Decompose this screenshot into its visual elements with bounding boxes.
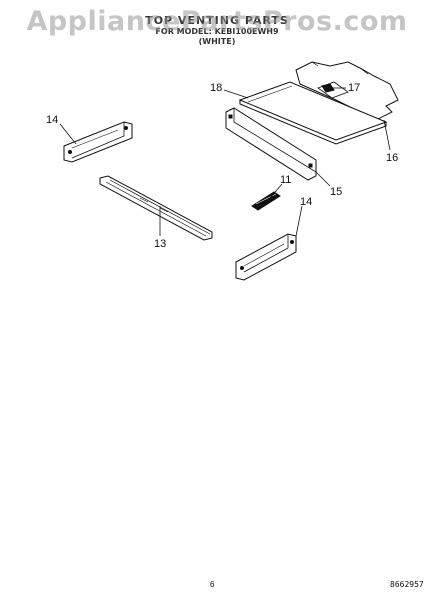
callout-17: 17 [348,82,361,94]
part-15-rear-bracket [225,107,317,181]
model-line: FOR MODEL: KEBI100EWH9 [155,27,279,36]
leader-11 [269,183,283,199]
part-17-clip [321,83,335,93]
part-14-left-bracket [63,121,133,163]
part-16-vent-cover [295,61,399,121]
callout-14-left: 14 [46,114,59,126]
document-number: 8662957 [390,580,424,589]
page-number: 6 [210,580,215,589]
callout-18: 18 [210,82,223,94]
leader-14-right [295,205,303,237]
leader-18 [223,89,249,99]
part-18-vent-panel [238,81,388,145]
callout-14-right: 14 [300,196,313,208]
part-11-latch [251,191,281,211]
diagram-title: TOP VENTING PARTS [145,14,289,27]
leader-15 [315,171,331,187]
leader-16 [383,119,391,151]
watermark-logo: AppliancePartsPros.com [26,6,408,37]
part-14-right-bracket [235,233,297,281]
finish-line: (WHITE) [198,37,236,46]
callout-13: 13 [154,238,167,250]
callout-11: 11 [280,174,292,186]
leader-14-left [59,123,77,145]
callout-15: 15 [330,186,343,198]
part-13-front-rail [99,175,213,241]
callout-16: 16 [386,152,399,164]
